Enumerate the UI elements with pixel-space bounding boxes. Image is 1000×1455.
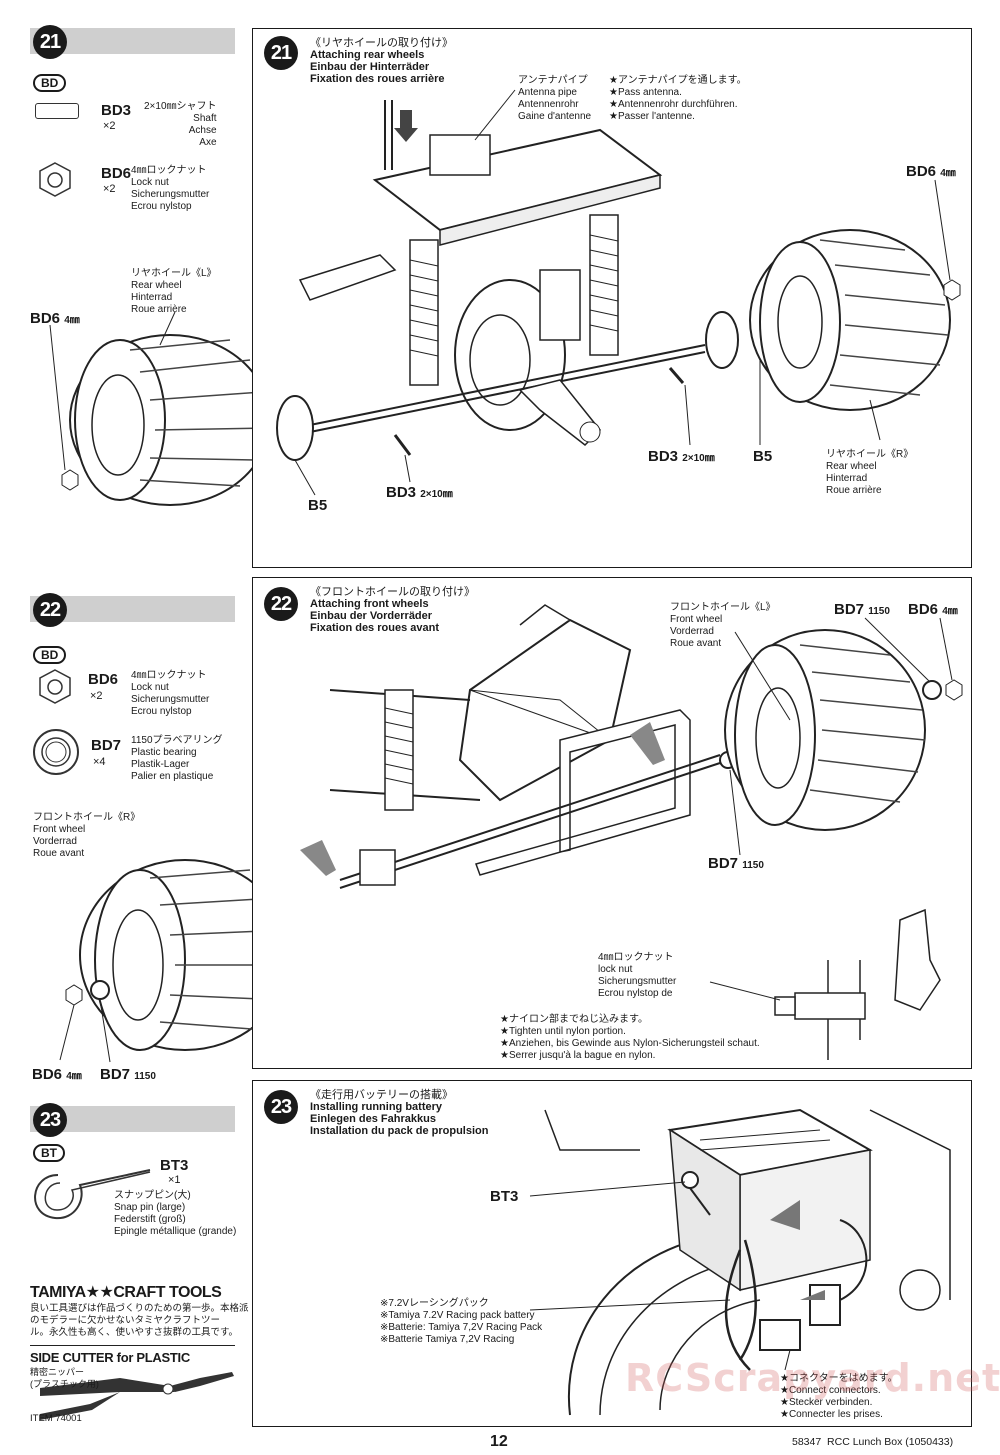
step22-panel-badge: 22 <box>264 587 298 621</box>
step22-part-bd7-desc: 1150プラベアリング Plastic bearing Plastik-Lage… <box>131 735 223 782</box>
step22-part-bd6-qty: ×2 <box>90 690 103 702</box>
bd7-text-b: BD7 <box>100 1066 131 1083</box>
step22-title-ja: 《フロントホイールの取り付け》 <box>310 586 475 598</box>
bd3-right-text: BD3 <box>648 448 679 465</box>
step23-badge: 23 <box>33 1103 67 1137</box>
bd6-size-b: 4㎜ <box>66 1071 82 1082</box>
step21-part-bd6-qty: ×2 <box>103 183 116 195</box>
step21-part-bd3-desc: 2×10㎜シャフト Shaft Achse Axe <box>144 101 217 148</box>
rear-wheel-right-label: リヤホイール《R》 Rear wheel Hinterrad Roue arri… <box>826 449 914 496</box>
step21-bag-tag: BD <box>33 74 67 92</box>
step23-panel-badge: 23 <box>264 1090 298 1124</box>
step22-bd6-top: BD6 4㎜ <box>908 601 958 618</box>
step23-part-bt3-qty: ×1 <box>168 1174 181 1186</box>
antenna-pipe-label: アンテナパイプ Antenna pipe Antennenrohr Gaine … <box>518 75 592 122</box>
bd7-text-d: BD7 <box>708 855 739 872</box>
step22-part-bd6-code: BD6 <box>88 671 119 688</box>
step21-part-bd3-qty: ×2 <box>103 120 116 132</box>
bd6-left-size: 4㎜ <box>64 315 80 326</box>
step21-part-bd3-icon <box>35 103 79 119</box>
step21-title-fr: Fixation des roues arrière <box>310 73 445 85</box>
step22-title-en: Attaching front wheels <box>310 598 429 610</box>
step22-bd7-bottom: BD7 1150 <box>100 1066 156 1083</box>
step22-part-bd7-qty: ×4 <box>93 756 106 768</box>
bd3-left-size: 2×10㎜ <box>420 489 453 500</box>
step21-title-ja: 《リヤホイールの取り付け》 <box>310 37 453 49</box>
tools-product: SIDE CUTTER for PLASTIC <box>30 1350 190 1365</box>
bd6-left-code: BD6 4㎜ <box>30 310 80 327</box>
nylon-note: ★ナイロン部までねじ込みます。 ★Tighten until nylon por… <box>500 1014 760 1061</box>
step22-title-fr: Fixation des roues avant <box>310 622 439 634</box>
connector-note: ★コネクターをはめます。 ★Connect connectors. ★Steck… <box>780 1373 898 1420</box>
front-wheel-left-label: フロントホイール《L》 Front wheel Vorderrad Roue a… <box>670 602 776 649</box>
bd6-right-text: BD6 <box>906 163 937 180</box>
step21-part-bd6-desc: 4㎜ロックナット Lock nut Sicherungsmutter Ecrou… <box>131 165 210 212</box>
bt3-callout: BT3 <box>490 1188 519 1205</box>
step22-bd7-top: BD7 1150 <box>834 601 890 618</box>
bd6-right-size: 4㎜ <box>940 168 956 179</box>
bd3-left-code: BD3 2×10㎜ <box>386 484 453 501</box>
battery-note: ※7.2Vレーシングパック ※Tamiya 7.2V Racing pack b… <box>380 1298 543 1345</box>
tools-item: ITEM 74001 <box>30 1413 82 1424</box>
bd3-left-text: BD3 <box>386 484 417 501</box>
bd6-right-code: BD6 4㎜ <box>906 163 956 180</box>
step23-title-en: Installing running battery <box>310 1101 443 1113</box>
b5-left-code: B5 <box>308 497 328 514</box>
step23-title: 《走行用バッテリーの搭載》 Installing running battery… <box>310 1089 488 1137</box>
bd7-size-b: 1150 <box>134 1071 156 1082</box>
bd7-text-c: BD7 <box>834 601 865 618</box>
step22-title-de: Einbau der Vorderräder <box>310 610 433 622</box>
rear-wheel-left-label: リヤホイール《L》 Rear wheel Hinterrad Roue arri… <box>131 268 217 315</box>
step21-part-bd3-code: BD3 <box>101 102 132 119</box>
step23-part-bt3-desc: スナップピン(大) Snap pin (large) Federstift (g… <box>114 1190 237 1237</box>
step23-title-ja: 《走行用バッテリーの搭載》 <box>310 1089 453 1101</box>
step21-title-de: Einbau der Hinterräder <box>310 61 430 73</box>
locknut-inset-label: 4㎜ロックナット lock nut Sicherungsmutter Ecrou… <box>598 952 677 999</box>
front-wheel-right-label: フロントホイール《R》 Front wheel Vorderrad Roue a… <box>33 812 141 859</box>
doc-code: 58347 RCC Lunch Box (1050433) <box>792 1436 954 1448</box>
page-number: 12 <box>490 1433 508 1450</box>
step21-title: 《リヤホイールの取り付け》 Attaching rear wheels Einb… <box>310 37 453 85</box>
bd7-size-c: 1150 <box>868 606 890 617</box>
step21-badge: 21 <box>33 25 67 59</box>
step22-title: 《フロントホイールの取り付け》 Attaching front wheels E… <box>310 586 475 634</box>
tools-brand: TAMIYA★★CRAFT TOOLS <box>30 1284 222 1301</box>
step21-part-bd6-code: BD6 <box>101 165 132 182</box>
b5-right-code: B5 <box>753 448 773 465</box>
antenna-note: ★アンテナパイプを通します。 ★Pass antenna. ★Antennenr… <box>609 75 747 122</box>
tools-product-ja: 精密ニッパー (プラスチック用) <box>30 1367 99 1389</box>
tools-ad-text: 良い工具選びは作品づくりのための第一歩。本格派 のモデラーに欠かせないタミヤクラ… <box>30 1303 249 1338</box>
step23-bag-tag: BT <box>33 1144 65 1162</box>
step22-part-bd7-code: BD7 <box>91 737 122 754</box>
step22-part-bd6-desc: 4㎜ロックナット Lock nut Sicherungsmutter Ecrou… <box>131 670 210 717</box>
step21-title-en: Attaching rear wheels <box>310 49 425 61</box>
step23-part-bt3-code: BT3 <box>160 1157 189 1174</box>
step22-bag-tag: BD <box>33 646 67 664</box>
bd6-size-c: 4㎜ <box>942 606 958 617</box>
watermark: RCScrapyard.net <box>625 1356 1000 1400</box>
step22-badge: 22 <box>33 593 67 627</box>
bd3-right-code: BD3 2×10㎜ <box>648 448 715 465</box>
bd7-size-d: 1150 <box>742 860 764 871</box>
bd6-text-c: BD6 <box>908 601 939 618</box>
bd6-left-code-text: BD6 <box>30 310 61 327</box>
step22-bd6-bottom: BD6 4㎜ <box>32 1066 82 1083</box>
tools-divider <box>30 1345 235 1346</box>
bd3-right-size: 2×10㎜ <box>682 453 715 464</box>
step23-title-de: Einlegen des Fahrakkus <box>310 1113 436 1125</box>
step23-title-fr: Installation du pack de propulsion <box>310 1125 489 1137</box>
step21-panel-badge: 21 <box>264 36 298 70</box>
bd6-text-b: BD6 <box>32 1066 63 1083</box>
step22-bd7-right: BD7 1150 <box>708 855 764 872</box>
